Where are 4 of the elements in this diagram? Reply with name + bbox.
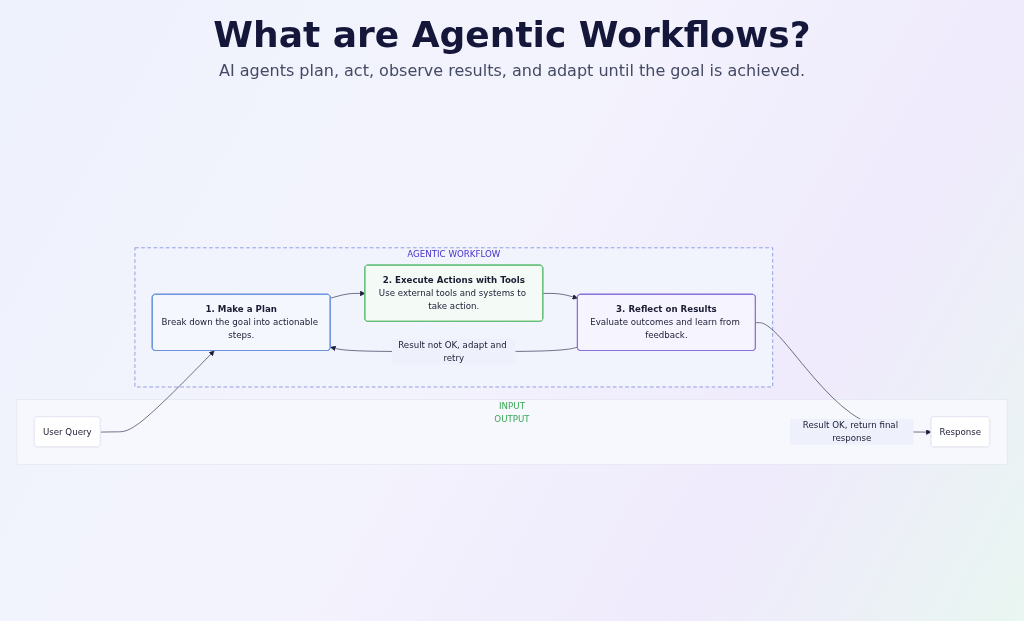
edge-label: Result OK, return final response — [802, 420, 899, 443]
diagram-title: What are Agentic Workflows? — [213, 14, 811, 55]
edge-label: Result not OK, adapt and retry — [398, 339, 507, 363]
subtitle-text: AI agents plan, act, observe results, and adapt until the goal is achieved. — [218, 61, 806, 80]
